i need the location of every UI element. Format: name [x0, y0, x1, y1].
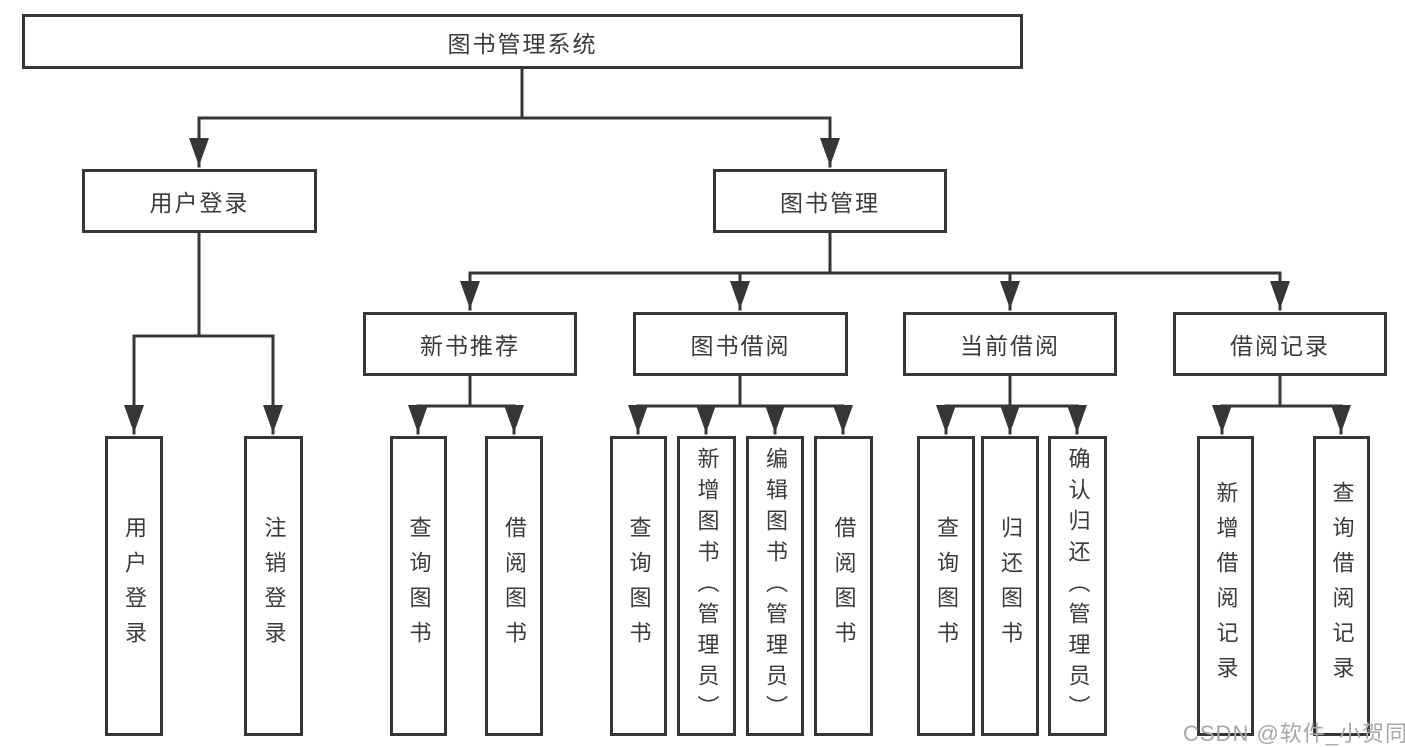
node-book-borrow-label: 图书借阅 — [690, 333, 791, 359]
leaf-confirm-return-admin-label: 确认归还（管理员） — [1065, 446, 1091, 726]
leaf-logout-login-label: 注销登录 — [261, 516, 287, 656]
connector-book-borrow-children — [628, 374, 853, 435]
leaf-current-query-books-label: 查询图书 — [934, 516, 959, 656]
leaf-add-borrow-record-label: 新增借阅记录 — [1213, 481, 1239, 691]
leaf-logout-login: 注销登录 — [244, 436, 303, 736]
leaf-confirm-return-admin: 确认归还（管理员） — [1048, 436, 1107, 736]
leaf-user-login-label: 用户登录 — [122, 516, 147, 656]
connector-book-management-children — [460, 230, 1290, 311]
leaf-edit-books-admin-label: 编辑图书（管理员） — [763, 446, 788, 726]
node-current-borrow: 当前借阅 — [903, 312, 1117, 376]
leaf-borrow-query-books: 查询图书 — [610, 436, 667, 736]
node-borrow-records: 借阅记录 — [1173, 312, 1387, 376]
connector-new-book-recommend-children — [408, 374, 524, 435]
connector-current-borrow-children — [936, 374, 1087, 435]
node-root: 图书管理系统 — [22, 14, 1023, 69]
node-book-borrow: 图书借阅 — [633, 312, 848, 376]
leaf-current-query-books: 查询图书 — [917, 436, 975, 736]
connector-user-login-children — [124, 231, 283, 435]
node-root-label: 图书管理系统 — [447, 30, 598, 57]
leaf-user-login: 用户登录 — [105, 436, 163, 736]
leaf-add-books-admin-label: 新增图书（管理员） — [694, 446, 720, 726]
leaf-query-borrow-record: 查询借阅记录 — [1313, 436, 1370, 736]
leaf-borrow-query-books-label: 查询图书 — [626, 516, 652, 656]
node-borrow-records-label: 借阅记录 — [1230, 333, 1330, 359]
node-book-management-label: 图书管理 — [780, 190, 880, 216]
node-user-login: 用户登录 — [82, 169, 317, 233]
leaf-recommend-borrow-books-label: 借阅图书 — [502, 516, 527, 656]
connector-root-to-level2 — [189, 67, 840, 168]
leaf-recommend-borrow-books: 借阅图书 — [485, 436, 543, 736]
node-user-login-label: 用户登录 — [149, 190, 250, 216]
leaf-recommend-query-books: 查询图书 — [390, 436, 447, 736]
leaf-borrow-books-label: 借阅图书 — [831, 516, 857, 656]
node-new-book-recommend-label: 新书推荐 — [420, 333, 520, 359]
node-current-borrow-label: 当前借阅 — [960, 333, 1060, 359]
leaf-query-borrow-record-label: 查询借阅记录 — [1329, 481, 1355, 691]
connector-borrow-records-children — [1212, 374, 1351, 435]
leaf-add-borrow-record: 新增借阅记录 — [1197, 436, 1254, 736]
leaf-return-books-label: 归还图书 — [998, 516, 1023, 656]
leaf-add-books-admin: 新增图书（管理员） — [677, 436, 736, 736]
leaf-borrow-books: 借阅图书 — [814, 436, 873, 736]
leaf-edit-books-admin: 编辑图书（管理员） — [746, 436, 804, 736]
leaf-recommend-query-books-label: 查询图书 — [406, 516, 432, 656]
leaf-return-books: 归还图书 — [981, 436, 1039, 736]
watermark-text: CSDN @软件_小贺同学 — [1183, 721, 1405, 746]
node-new-book-recommend: 新书推荐 — [363, 312, 577, 376]
node-book-management: 图书管理 — [713, 169, 947, 233]
